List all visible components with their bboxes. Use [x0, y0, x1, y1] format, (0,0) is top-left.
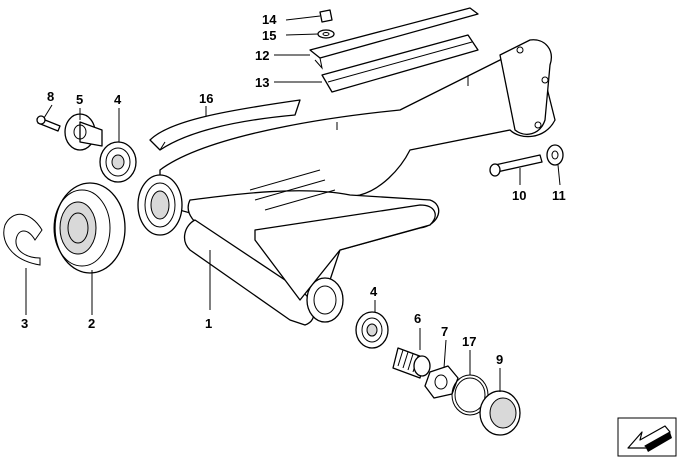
callout-13: 13	[255, 75, 269, 90]
nut-part-7	[424, 365, 459, 399]
washer-part-11	[546, 144, 564, 166]
callout-2: 2	[88, 316, 95, 331]
bearing-upper	[99, 141, 137, 183]
rail-part-13	[321, 34, 479, 93]
callout-4-upper: 4	[114, 92, 122, 107]
callout-14: 14	[262, 12, 277, 27]
callout-11: 11	[552, 188, 566, 203]
threaded-pin-part	[392, 347, 431, 379]
flange-shaft-part	[64, 113, 103, 151]
callout-15: 15	[262, 28, 276, 43]
washer-part-15	[317, 29, 335, 39]
callout-6: 6	[414, 311, 421, 326]
callout-17: 17	[462, 334, 476, 349]
callout-3: 3	[21, 316, 28, 331]
leader-lines	[25, 15, 561, 392]
callout-labels: 1 2 3 4 4 5 6 7 8 9 10 11 12 13 14 15 16…	[21, 12, 566, 367]
callout-1: 1	[205, 316, 212, 331]
callout-12: 12	[255, 48, 269, 63]
swing-arm-housing	[137, 39, 556, 326]
cap-part	[479, 390, 521, 436]
cover-shield-part	[149, 99, 301, 151]
exploded-view-arrow-icon	[617, 417, 677, 457]
nut-part-14	[319, 9, 333, 23]
bearing-lower	[355, 311, 389, 349]
screw-part-8	[36, 115, 61, 132]
callout-16: 16	[199, 91, 213, 106]
callout-5: 5	[76, 92, 83, 107]
callout-7: 7	[441, 324, 448, 339]
callout-9: 9	[496, 352, 503, 367]
dust-boot-part	[53, 182, 126, 274]
rail-part-12	[309, 7, 479, 70]
callout-8: 8	[47, 89, 54, 104]
callout-10: 10	[512, 188, 526, 203]
circlip-part	[3, 213, 43, 266]
callout-4-lower: 4	[370, 284, 378, 299]
bolt-part-10	[489, 154, 543, 177]
